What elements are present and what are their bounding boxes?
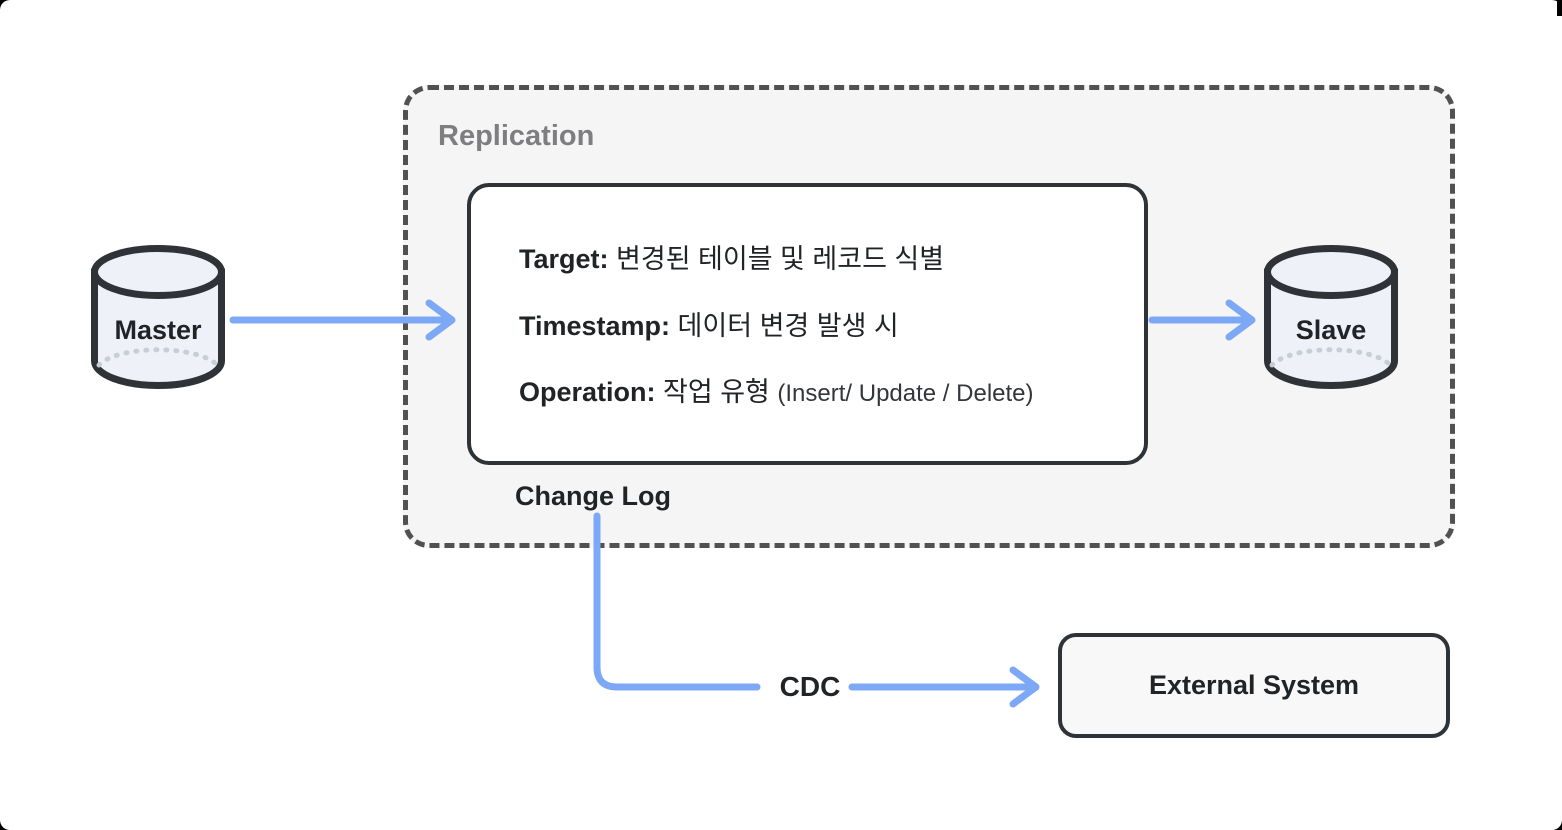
screen-corner-artifact — [1557, 0, 1562, 16]
change-log-row-timestamp: Timestamp: 데이터 변경 발생 시 — [519, 304, 1124, 343]
change-log-box: Target: 변경된 테이블 및 레코드 식별 Timestamp: 데이터 … — [467, 183, 1148, 465]
external-system-node: External System — [1058, 633, 1450, 738]
cdc-to-external-arrow — [848, 666, 1040, 708]
cdc-edge-label: CDC — [779, 671, 841, 702]
change-log-row-target: Target: 변경된 테이블 및 레코드 식별 — [519, 237, 1124, 276]
row-text: 변경된 테이블 및 레코드 식별 — [608, 244, 945, 274]
change-log-row-operation: Operation: 작업 유형 (Insert/ Update / Delet… — [519, 370, 1124, 409]
slave-node: Slave — [1263, 244, 1399, 390]
row-text: 데이터 변경 발생 시 — [670, 310, 899, 341]
row-label: Target: — [519, 244, 609, 274]
row-note: (Insert/ Update / Delete) — [777, 380, 1034, 407]
slave-label: Slave — [1295, 314, 1367, 345]
replication-group-label: Replication — [438, 120, 595, 152]
master-label: Master — [114, 314, 202, 345]
row-text: 작업 유형 — [655, 377, 778, 407]
database-cylinder-icon — [1264, 245, 1398, 389]
row-label: Timestamp: — [519, 310, 671, 341]
row-label: Operation: — [519, 377, 656, 407]
change-log-label: Change Log — [515, 481, 671, 511]
external-system-label: External System — [1148, 670, 1360, 700]
master-node: Master — [90, 244, 226, 390]
database-cylinder-icon — [91, 245, 225, 389]
